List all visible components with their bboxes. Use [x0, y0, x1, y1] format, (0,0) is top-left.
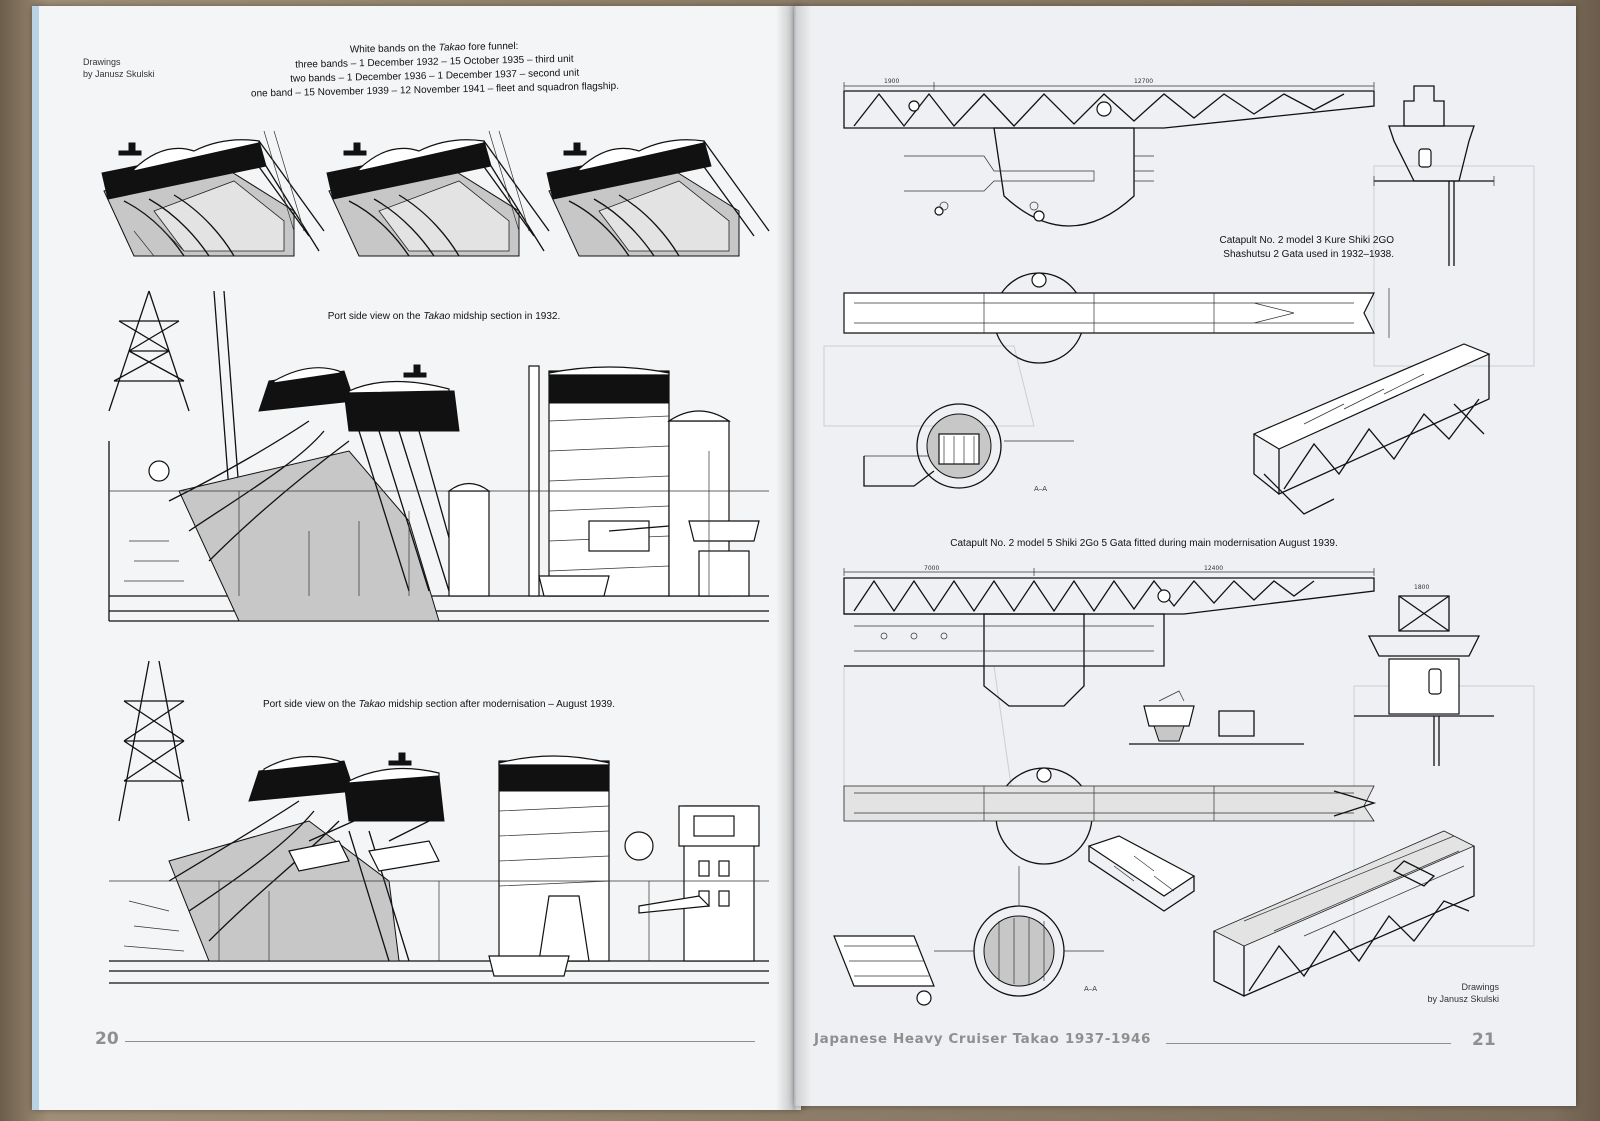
funnel-three-bands	[101, 130, 325, 257]
credit-line-2: by Janusz Skulski	[83, 69, 155, 79]
footer-rule-left	[125, 1041, 755, 1042]
caption-1939-text-a: Port side view on the	[262, 699, 359, 710]
credit-right-line-1: Drawings	[1461, 982, 1499, 992]
drawings-credit-left: Drawings by Janusz Skulski	[83, 56, 155, 80]
dim-label-1800: 1800	[1414, 584, 1429, 591]
caption-1939-text-b: midship section after modernisation – Au…	[385, 699, 616, 710]
drawings-credit-right: Drawings by Janusz Skulski	[1409, 981, 1499, 1005]
funnel-two-bands	[326, 130, 550, 257]
catapult-3-side-view: 1900 12700	[843, 78, 1375, 227]
dim-label-12700: 12700	[1134, 78, 1153, 85]
catapult-3-end-view	[1373, 85, 1495, 266]
catapult-5-small-detail	[1129, 690, 1304, 745]
caption-1932-ship-name: Takao	[423, 311, 451, 322]
credit-line-1: Drawings	[83, 57, 121, 67]
catapult-5-section-and-details: A–A	[833, 835, 1196, 1006]
caption-1932: Port side view on the Takao midship sect…	[294, 310, 594, 324]
caption-1939-ship-name: Takao	[358, 699, 386, 710]
catapult-3-top-view	[843, 272, 1390, 364]
catapult-5-isometric	[1213, 830, 1475, 997]
midship-1932-drawing	[108, 290, 769, 622]
funnel-bands-drawings	[101, 130, 770, 257]
caption-catapult-3: Catapult No. 2 model 3 Kure Shiki 2GO Sh…	[1154, 234, 1394, 262]
catapult-5-side-view: 7000 12400	[843, 565, 1375, 707]
page-number-right: 21	[1472, 1030, 1496, 1050]
section-label-aa-2: A–A	[1084, 985, 1097, 993]
catapult-3-isometric	[1252, 343, 1491, 515]
bands-caption-ship-name: Takao	[438, 42, 466, 54]
funnel-one-band	[546, 139, 770, 257]
right-page: 1900 12700 Catapult No. 2 model 3 Kure S…	[794, 6, 1576, 1106]
caption-catapult-3-line-1: Catapult No. 2 model 3 Kure Shiki 2GO	[1219, 235, 1394, 246]
catapult-3-section-view: A–A	[863, 403, 1074, 493]
funnel-bands-caption: White bands on the Takao fore funnel: th…	[229, 37, 640, 102]
bands-caption-text-a: White bands on the	[349, 42, 439, 56]
footer-rule-right	[1166, 1043, 1451, 1044]
credit-right-line-2: by Janusz Skulski	[1427, 994, 1499, 1004]
caption-1939: Port side view on the Takao midship sect…	[229, 698, 649, 712]
page-number-left: 20	[95, 1029, 119, 1049]
dim-label-12400: 12400	[1204, 565, 1223, 572]
caption-catapult-5: Catapult No. 2 model 5 Shiki 2Go 5 Gata …	[950, 538, 1338, 549]
left-page: Drawings by Janusz Skulski White bands o…	[32, 6, 801, 1110]
faint-background-drawings	[823, 165, 1535, 947]
caption-1932-text-b: midship section in 1932.	[450, 311, 561, 322]
caption-1932-text-a: Port side view on the	[327, 311, 424, 322]
dim-label-7000: 7000	[924, 565, 939, 572]
midship-1939-drawing	[109, 660, 769, 984]
bands-caption-text-b: fore funnel:	[465, 40, 519, 54]
section-label-aa-1: A–A	[1034, 485, 1047, 493]
caption-catapult-3-line-2: Shashutsu 2 Gata used in 1932–1938.	[1223, 249, 1394, 260]
dim-label-1900: 1900	[884, 78, 899, 85]
catapult-5-end-view: 1800	[1354, 584, 1494, 766]
running-title: Japanese Heavy Cruiser Takao 1937-1946	[814, 1031, 1151, 1047]
catapult-5-top-view	[843, 767, 1377, 865]
